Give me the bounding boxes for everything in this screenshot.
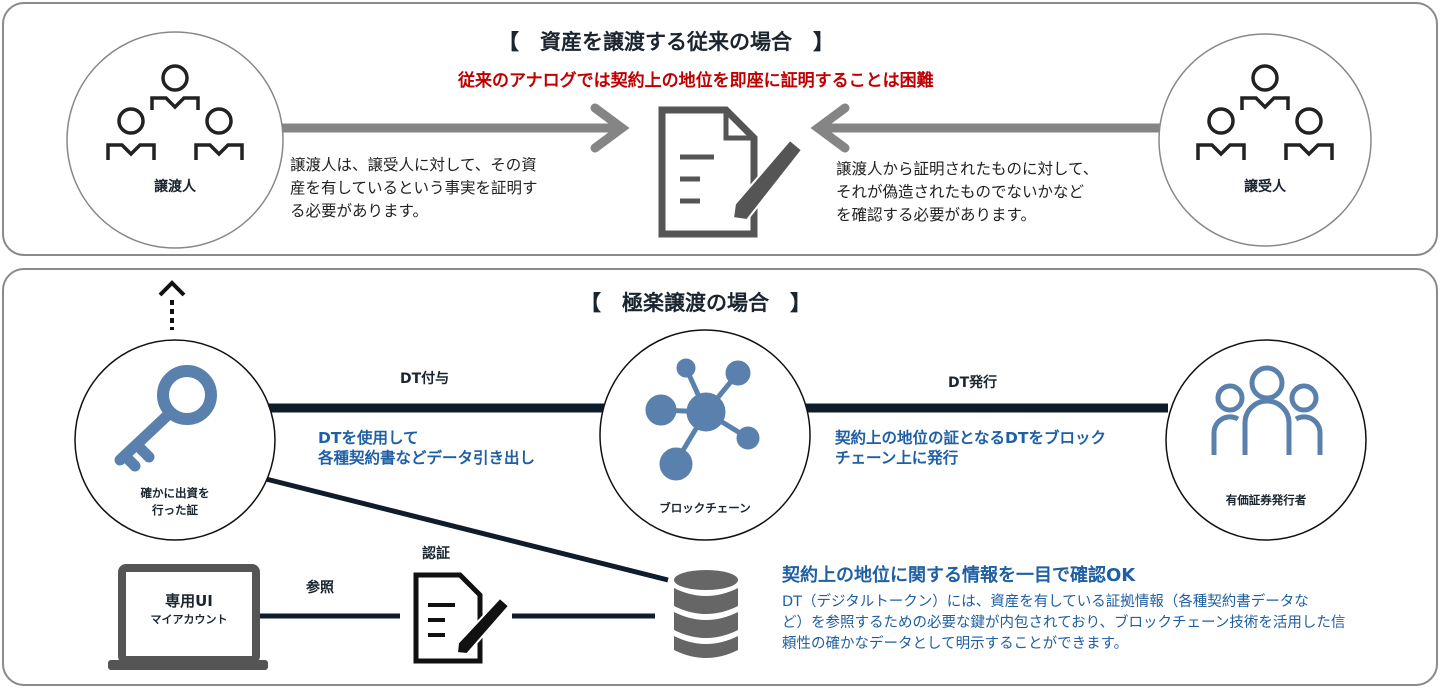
text-line: 確かに出資を: [140, 486, 210, 500]
transferor-circle: [66, 31, 284, 249]
info-description: DT（デジタルトークン）には、資産を有している証拠情報（各種契約書データな ど）…: [782, 592, 1345, 655]
database-icon: [674, 570, 738, 658]
text-line: チェーン上に発行: [835, 449, 959, 467]
text-line: 行った証: [152, 503, 198, 517]
group-icon: [1196, 64, 1334, 160]
key-circle: [74, 339, 276, 541]
auth-label: 認証: [422, 546, 450, 562]
transferor-description: 譲渡人は、譲受人に対して、その資 産を有しているという事実を証明す る必要があり…: [290, 154, 538, 223]
laptop-icon: [108, 564, 268, 670]
text-line: DTを使用して: [318, 429, 419, 447]
text-line: 譲渡人から証明されたものに対して、: [836, 160, 1099, 178]
group-icon: [106, 64, 244, 160]
document-pen-icon: [658, 106, 804, 238]
key-db-line: [261, 475, 669, 583]
text-line: を確認する必要があります。: [836, 206, 1036, 224]
ref-label: 参照: [306, 580, 334, 596]
text-line: DT（デジタルトークン）には、資産を有している証拠情報（各種契約書データな: [782, 594, 1309, 610]
arrow-right-icon: [277, 103, 630, 153]
blockchain-network-icon: [645, 358, 760, 481]
transferee-description: 譲渡人から証明されたものに対して、 それが偽造されたものでないかなど を確認する…: [836, 158, 1098, 227]
text-line: 契約上の地位の証となるDTをブロック: [835, 429, 1106, 447]
text-line: 譲渡人は、譲受人に対して、その資: [290, 156, 537, 174]
info-title: 契約上の地位に関する情報を一目で確認OK: [782, 565, 1136, 586]
traditional-subtitle: 従来のアナログでは契約上の地位を即座に証明することは困難: [458, 71, 934, 91]
ui-title: 専用UI: [165, 592, 213, 610]
text-line: 産を有しているという事実を証明す: [290, 179, 538, 197]
dotted-arrow-up-icon: [158, 280, 186, 330]
text-line: それが偽造されたものでないかなど: [836, 183, 1085, 201]
key-label: 確かに出資を 行った証: [105, 485, 245, 519]
dt-issue-label: DT発行: [948, 375, 998, 391]
issuer-label: 有価証券発行者: [1225, 493, 1307, 507]
transferee-circle: [1158, 33, 1372, 247]
arrow-left-icon: [810, 103, 1165, 153]
dedicated-ui[interactable]: 専用UI マイアカウント: [130, 590, 248, 628]
dt-issue-description: 契約上の地位の証となるDTをブロック チェーン上に発行: [835, 428, 1106, 468]
ui-subtitle: マイアカウント: [150, 613, 228, 626]
blockchain-circle: [599, 329, 811, 541]
key-icon: [114, 365, 217, 472]
transferee-label: 譲受人: [1244, 179, 1286, 195]
text-line: 各種契約書などデータ引き出し: [318, 449, 536, 467]
blockchain-label: ブロックチェーン: [659, 501, 751, 515]
text-line: ど）を参照するための必要な鍵が内包されており、ブロックチェーン技術を活用した信: [782, 615, 1346, 631]
traditional-title: 【 資産を譲渡する従来の場合 】: [498, 30, 834, 54]
people-icon: [1211, 365, 1323, 455]
dt-grant-label: DT付与: [400, 371, 450, 387]
text-line: る必要があります。: [290, 202, 428, 220]
certificate-document-icon: [413, 572, 511, 664]
text-line: 頼性の確かなデータとして明示することができます。: [782, 636, 1129, 652]
transferor-label: 譲渡人: [154, 179, 196, 195]
dt-grant-description: DTを使用して 各種契約書などデータ引き出し: [318, 428, 535, 468]
gokuraku-title: 【 極楽譲渡の場合 】: [580, 291, 811, 315]
